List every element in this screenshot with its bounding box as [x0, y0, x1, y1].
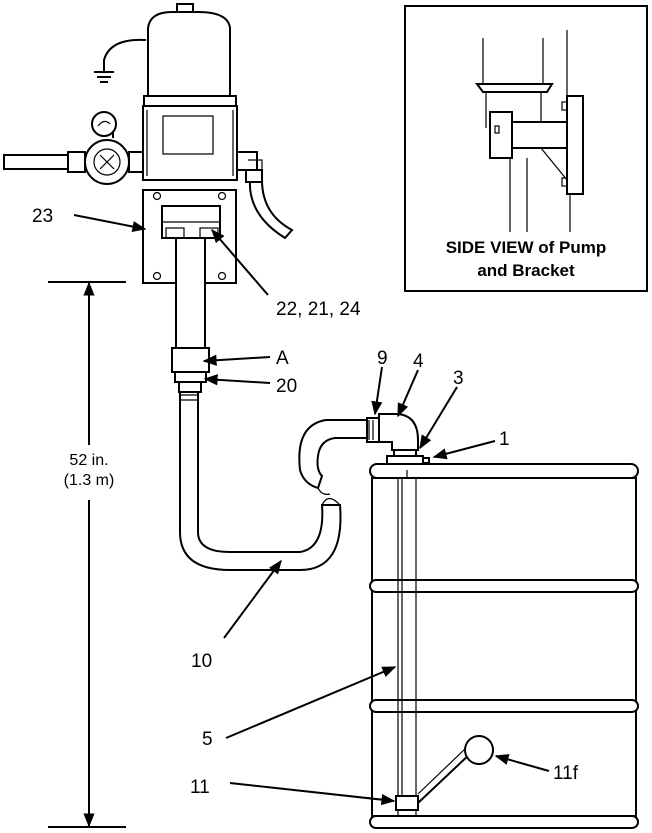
callout-arrows	[73, 214, 550, 806]
float	[464, 735, 494, 765]
inset-caption-line2: and Bracket	[477, 261, 575, 280]
callout-20: 20	[276, 376, 297, 397]
height-dimension: 52 in. (1.3 m)	[48, 281, 126, 828]
pressure-gauge	[91, 111, 117, 137]
callout-4: 4	[413, 351, 424, 372]
bung-fittings	[366, 413, 430, 465]
fluid-outlet-hose	[248, 179, 294, 240]
callout-1: 1	[499, 429, 510, 450]
inset-caption-line1: SIDE VIEW of Pump	[446, 238, 607, 257]
side-view-inset: SIDE VIEW of Pump and Bracket	[404, 5, 648, 292]
drum	[369, 463, 639, 829]
callout-5: 5	[202, 729, 213, 750]
suction-hose	[179, 391, 368, 571]
air-line	[3, 154, 69, 170]
displacement-pump	[175, 237, 206, 349]
callout-3: 3	[453, 368, 464, 389]
elbow-fitting	[378, 413, 419, 451]
air-motor	[147, 11, 231, 97]
callout-11f: 11f	[553, 763, 579, 784]
dimension-inches: 52 in.	[69, 452, 108, 469]
callout-11: 11	[190, 777, 210, 798]
pump-body	[142, 105, 238, 181]
callout-A: A	[276, 348, 289, 369]
callout-10: 10	[191, 651, 212, 672]
inset-frame	[404, 5, 648, 292]
callout-23: 23	[32, 206, 53, 227]
ground-wire	[103, 38, 147, 72]
foot-valve	[395, 795, 419, 811]
pump-assembly	[3, 3, 294, 393]
callout-22-21-24: 22, 21, 24	[276, 299, 361, 320]
dimension-meters: (1.3 m)	[64, 472, 115, 489]
callout-labels: 23 22, 21, 24 A 20 9 4 3 1 10 5 11 11f	[32, 206, 579, 798]
callout-9: 9	[377, 348, 388, 369]
